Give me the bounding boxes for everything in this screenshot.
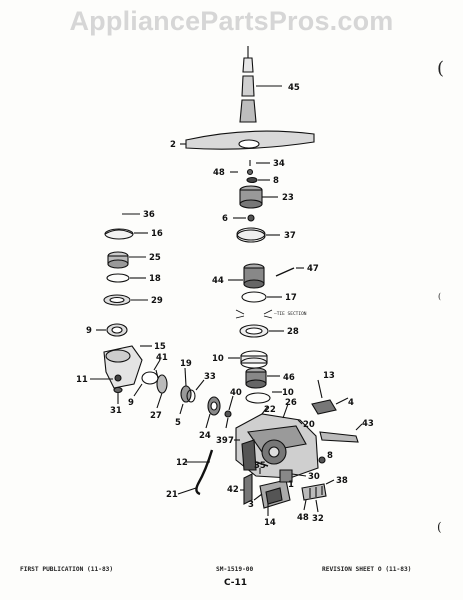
callout-10-upper: 10 bbox=[212, 354, 224, 364]
part-motor-bracket bbox=[240, 469, 293, 516]
callout-42: 42 bbox=[227, 485, 239, 495]
part-strap-43 bbox=[319, 423, 363, 443]
callout-5: 5 bbox=[175, 418, 181, 428]
footer-sheet-number: SM-1519-00 bbox=[216, 566, 254, 573]
callout-27: 27 bbox=[150, 411, 162, 421]
note-tie-section: —TIE SECTION bbox=[274, 311, 307, 317]
callout-7: 7 bbox=[228, 436, 234, 446]
footer-revision-sheet: REVISION SHEET O (11-83) bbox=[322, 566, 412, 573]
callout-40: 40 bbox=[230, 388, 242, 398]
page-number: C-11 bbox=[224, 578, 248, 588]
callout-25: 25 bbox=[149, 253, 161, 263]
callout-8-lower: 8 bbox=[327, 451, 333, 461]
callout-47: 47 bbox=[307, 264, 319, 274]
callout-11: 11 bbox=[76, 375, 88, 385]
callout-34: 34 bbox=[273, 159, 285, 169]
callout-38: 38 bbox=[336, 476, 348, 486]
part-nut-6 bbox=[233, 214, 255, 222]
callout-labels: 45 2 34 48 8 23 6 37 36 16 25 18 29 47 4… bbox=[76, 83, 374, 528]
callout-9-upper: 9 bbox=[86, 326, 92, 336]
callout-41: 41 bbox=[156, 353, 168, 363]
callout-18: 18 bbox=[149, 274, 161, 284]
part-pump-body bbox=[234, 403, 319, 479]
callout-48: 48 bbox=[213, 168, 225, 178]
callout-10-lower: 10 bbox=[282, 388, 294, 398]
part-terminal-block bbox=[301, 479, 335, 513]
callout-20: 20 bbox=[303, 420, 315, 430]
callout-35: 35 bbox=[254, 461, 266, 471]
part-center-stack bbox=[228, 263, 304, 338]
callout-45: 45 bbox=[288, 83, 300, 93]
callout-43: 43 bbox=[362, 419, 374, 429]
callout-46: 46 bbox=[283, 373, 295, 383]
callout-23: 23 bbox=[282, 193, 294, 203]
callout-15: 15 bbox=[154, 342, 166, 352]
part-fasteners bbox=[255, 456, 326, 477]
part-pump-inlet bbox=[90, 323, 161, 404]
part-shaft-parts bbox=[156, 367, 234, 429]
callout-39: 39 bbox=[216, 436, 228, 446]
scan-mark-top: ( bbox=[437, 58, 445, 79]
callout-22: 22 bbox=[264, 405, 276, 415]
callout-29: 29 bbox=[151, 296, 163, 306]
callout-28: 28 bbox=[287, 327, 299, 337]
callout-32: 32 bbox=[312, 514, 324, 524]
callout-19: 19 bbox=[180, 359, 192, 369]
part-hub-hardware bbox=[230, 160, 270, 184]
callout-16: 16 bbox=[151, 229, 163, 239]
callout-48-lower: 48 bbox=[297, 513, 309, 523]
callout-2: 2 bbox=[170, 140, 176, 150]
callout-33: 33 bbox=[204, 372, 216, 382]
callout-12: 12 bbox=[176, 458, 188, 468]
part-left-stack bbox=[103, 213, 148, 306]
callout-37: 37 bbox=[284, 231, 296, 241]
scan-mark-bottom: ( bbox=[437, 520, 442, 534]
callout-3: 3 bbox=[248, 500, 254, 510]
part-ring-37 bbox=[236, 227, 280, 243]
callout-44: 44 bbox=[212, 276, 224, 286]
callout-13: 13 bbox=[323, 371, 335, 381]
callout-1: 1 bbox=[288, 480, 294, 490]
callout-9-lower: 9 bbox=[128, 398, 134, 408]
callout-21: 21 bbox=[166, 490, 178, 500]
callout-6: 6 bbox=[222, 214, 228, 224]
callout-8: 8 bbox=[273, 176, 279, 186]
watermark: AppliancePartsPros.com bbox=[69, 6, 394, 36]
footer-first-publication: FIRST PUBLICATION (11-83) bbox=[20, 566, 114, 573]
callout-26: 26 bbox=[285, 398, 297, 408]
part-spray-tower bbox=[239, 46, 282, 123]
scan-mark-mid: ( bbox=[438, 292, 442, 301]
part-bearing-23 bbox=[239, 185, 278, 209]
callout-31: 31 bbox=[110, 406, 122, 416]
callout-4: 4 bbox=[348, 398, 354, 408]
part-right-clip bbox=[311, 379, 349, 415]
callout-36: 36 bbox=[143, 210, 155, 220]
part-lower-center-stack bbox=[228, 350, 282, 404]
callout-17: 17 bbox=[285, 293, 297, 303]
part-hose bbox=[177, 449, 214, 496]
callout-24: 24 bbox=[199, 431, 211, 441]
callout-14: 14 bbox=[264, 518, 276, 528]
part-spray-arm bbox=[180, 130, 315, 150]
callout-30: 30 bbox=[308, 472, 320, 482]
